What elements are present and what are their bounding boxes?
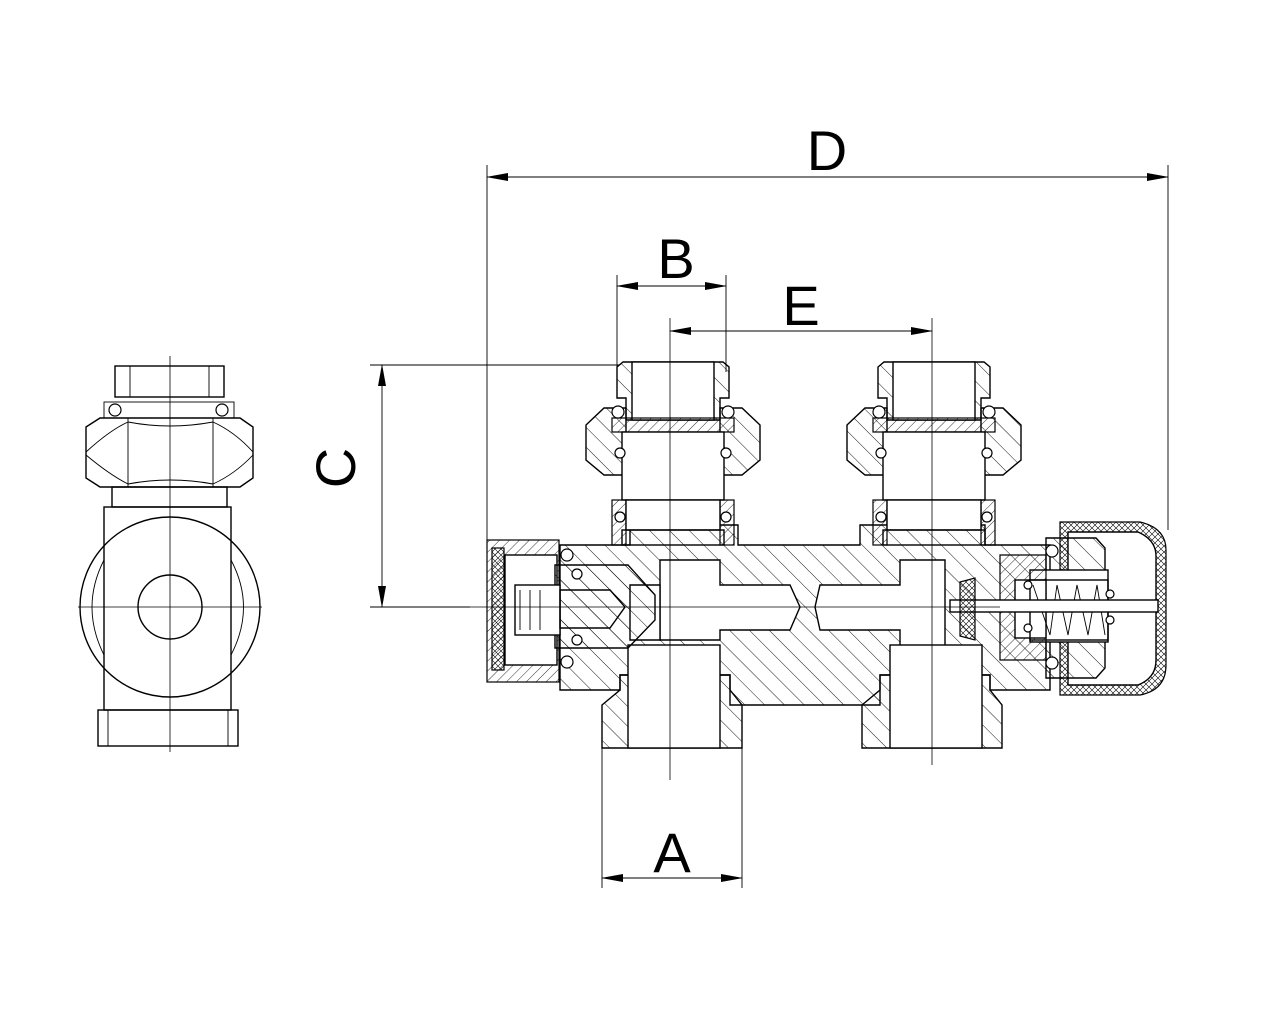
left-end-cap	[486, 539, 656, 683]
right-valve-head	[949, 521, 1167, 696]
dimension-c: C	[304, 364, 620, 608]
dimension-e: E	[669, 274, 933, 337]
dimension-label-b: B	[657, 227, 694, 290]
dimension-label-c: C	[304, 448, 367, 488]
dimension-d: D	[486, 119, 1169, 540]
right-top-coupling	[846, 361, 1022, 546]
side-view	[78, 356, 262, 752]
dimension-a: A	[601, 748, 743, 888]
dimension-label-a: A	[653, 821, 691, 884]
dimension-label-d: D	[807, 119, 847, 182]
section-view	[468, 318, 1167, 780]
left-top-coupling	[585, 361, 761, 546]
dimension-b: B	[616, 227, 727, 372]
dimension-label-e: E	[782, 274, 819, 337]
